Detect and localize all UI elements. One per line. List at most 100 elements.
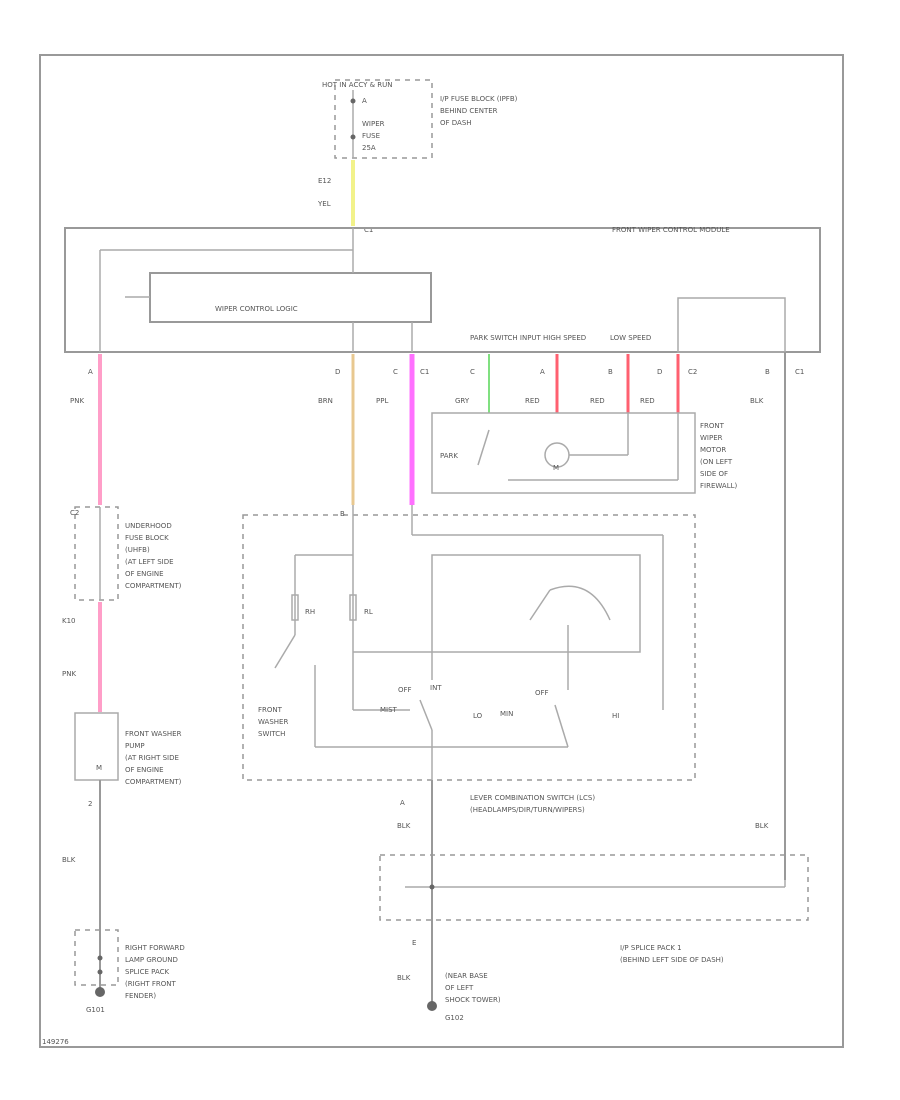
wire-label: BLK: [62, 856, 76, 864]
svg-text:SWITCH: SWITCH: [258, 730, 285, 738]
switch-position: MIN: [500, 710, 513, 718]
rl-label: RL: [364, 608, 373, 616]
fuse-block: [334, 79, 433, 159]
svg-text:FRONT: FRONT: [700, 422, 725, 430]
pin-label: B: [608, 368, 613, 376]
svg-text:MOTOR: MOTOR: [700, 446, 726, 454]
svg-text:(AT RIGHT SIDE: (AT RIGHT SIDE: [125, 754, 179, 762]
wire-label: BLK: [750, 397, 764, 405]
pin-label: A: [540, 368, 545, 376]
wire-label: BLK: [397, 822, 411, 830]
switch-position: OFF: [398, 686, 412, 694]
pin-label: C: [393, 368, 398, 376]
svg-text:(UHFB): (UHFB): [125, 546, 150, 554]
wire-label: BRN: [318, 397, 333, 405]
conn-label: C1: [364, 226, 373, 234]
lcs-location: (HEADLAMPS/DIR/TURN/WIPERS): [470, 806, 585, 814]
switch-position: LO: [473, 712, 483, 720]
diagram-border: [39, 54, 844, 1048]
svg-text:PUMP: PUMP: [125, 742, 145, 750]
motor-label: M: [553, 464, 559, 472]
lever-combination-switch: [242, 514, 696, 781]
svg-text:FRONT WASHER: FRONT WASHER: [125, 730, 182, 738]
pin-label: 2: [88, 800, 92, 808]
svg-text:SHOCK TOWER): SHOCK TOWER): [445, 996, 501, 1004]
splice-location: I/P SPLICE PACK 1: [620, 944, 682, 952]
fuse-loc: BEHIND CENTER: [440, 107, 498, 115]
pin-label: A: [400, 799, 405, 807]
svg-text:WASHER: WASHER: [258, 718, 288, 726]
wire-label: PNK: [62, 670, 76, 678]
svg-text:SPLICE PACK: SPLICE PACK: [125, 968, 169, 976]
fuse-name: FUSE: [362, 132, 380, 140]
conn-label: C2: [688, 368, 697, 376]
splice-location: (BEHIND LEFT SIDE OF DASH): [620, 956, 724, 964]
wire-label: RED: [525, 397, 540, 405]
svg-text:FUSE BLOCK: FUSE BLOCK: [125, 534, 169, 542]
park-label: PARK: [440, 452, 458, 460]
svg-text:(NEAR BASE: (NEAR BASE: [445, 972, 488, 980]
ground-id: G101: [86, 1006, 105, 1014]
module-title: FRONT WIPER CONTROL MODULE: [612, 226, 730, 234]
ground1-location: RIGHT FORWARD LAMP GROUND SPLICE PACK (RIG…: [125, 944, 185, 1000]
ground-icon: [95, 987, 105, 997]
conn-label: C2: [70, 509, 79, 517]
pin-label: D: [335, 368, 340, 376]
switch-position: OFF: [535, 689, 549, 697]
svg-text:COMPARTMENT): COMPARTMENT): [125, 778, 182, 786]
pin-label: D: [657, 368, 662, 376]
lcs-location: LEVER COMBINATION SWITCH (LCS): [470, 794, 595, 802]
switch-position: HI: [612, 712, 619, 720]
wire-color-label: YEL: [317, 200, 331, 208]
wire-label: RED: [640, 397, 655, 405]
circuit-label: K10: [62, 617, 76, 625]
wire-label: PNK: [70, 397, 84, 405]
front-wiper-motor: [431, 412, 696, 494]
fuse-pin: A: [362, 97, 367, 105]
ground-id: G102: [445, 1014, 464, 1022]
pin-label: B: [340, 510, 345, 518]
input-label: HIGH SPEED: [543, 334, 586, 342]
washer-switch-label: FRONT WASHER SWITCH: [258, 706, 288, 738]
figure-id: 149276: [42, 1038, 69, 1046]
wire-label: GRY: [455, 397, 470, 405]
pin-label: C: [470, 368, 475, 376]
input-label: PARK SWITCH INPUT: [470, 334, 542, 342]
switch-position: MIST: [380, 706, 398, 714]
wire-label: BLK: [397, 974, 411, 982]
ground-splice-pack: [74, 929, 119, 986]
svg-text:OF ENGINE: OF ENGINE: [125, 570, 164, 578]
svg-text:FIREWALL): FIREWALL): [700, 482, 738, 490]
fuse-name: 25A: [362, 144, 376, 152]
logic-label: WIPER CONTROL LOGIC: [215, 305, 298, 313]
pin-label: A: [88, 368, 93, 376]
svg-text:FRONT: FRONT: [258, 706, 283, 714]
fuse-name: WIPER: [362, 120, 385, 128]
front-wiper-control-module: [64, 227, 821, 353]
input-label: LOW SPEED: [610, 334, 651, 342]
wire-label: BLK: [755, 822, 769, 830]
fuse-power: HOT IN ACCY & RUN: [322, 81, 393, 89]
underhood-fuse-block: [74, 506, 119, 601]
ground-icon: [427, 1001, 437, 1011]
svg-text:LAMP GROUND: LAMP GROUND: [125, 956, 178, 964]
svg-text:COMPARTMENT): COMPARTMENT): [125, 582, 182, 590]
front-washer-pump: [74, 712, 119, 781]
pump-motor-label: M: [96, 764, 102, 772]
svg-text:FENDER): FENDER): [125, 992, 156, 1000]
fuse-loc: I/P FUSE BLOCK (IPFB): [440, 95, 518, 103]
ip-splice-pack: [379, 854, 809, 921]
svg-text:(AT LEFT SIDE: (AT LEFT SIDE: [125, 558, 174, 566]
svg-text:WIPER: WIPER: [700, 434, 723, 442]
svg-text:(ON LEFT: (ON LEFT: [700, 458, 733, 466]
wiper-control-logic: [149, 272, 432, 323]
svg-text:UNDERHOOD: UNDERHOOD: [125, 522, 172, 530]
rh-label: RH: [305, 608, 315, 616]
svg-text:RIGHT FORWARD: RIGHT FORWARD: [125, 944, 185, 952]
svg-text:(RIGHT FRONT: (RIGHT FRONT: [125, 980, 176, 988]
pin-label: E: [412, 939, 416, 947]
